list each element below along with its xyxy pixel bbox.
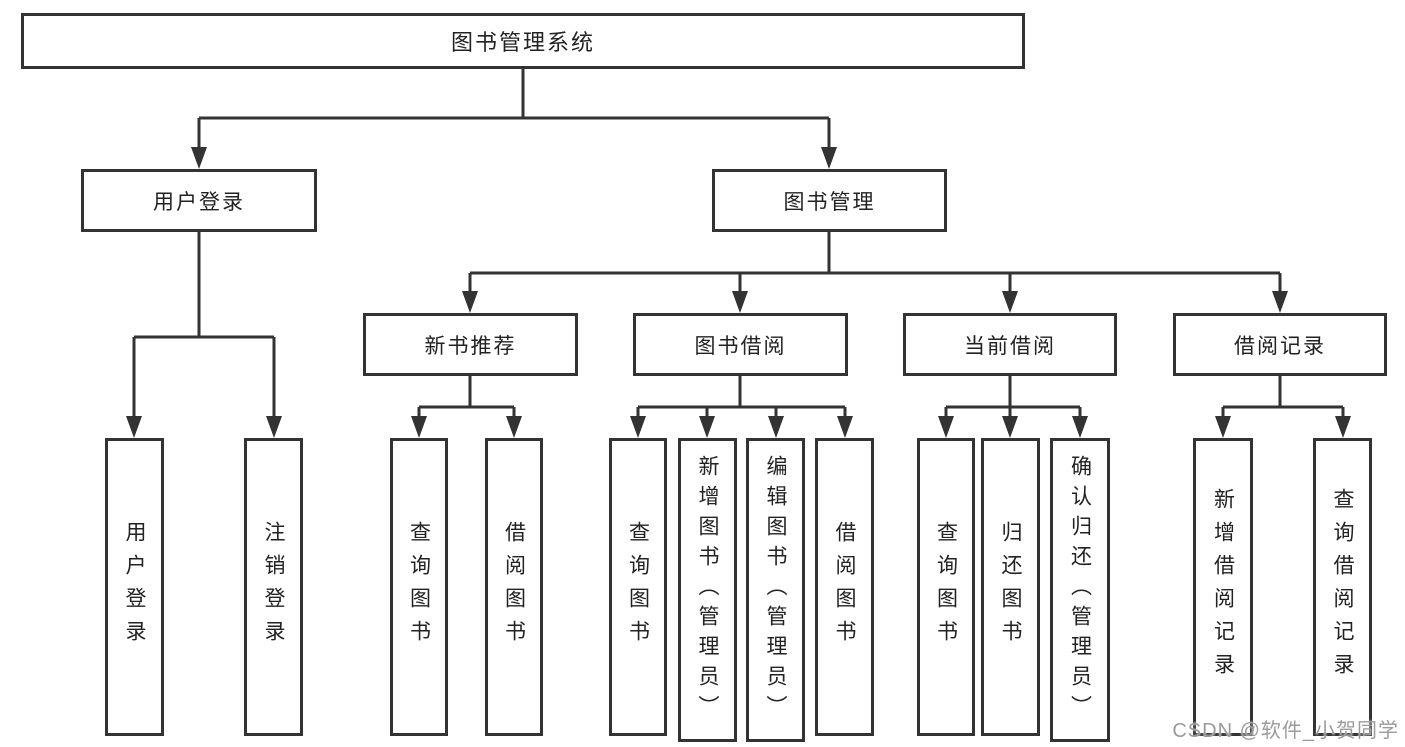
- leaf-confirm-return-admin: 确认归还（管理员）: [1050, 438, 1110, 742]
- node-book-borrowing-label: 图书借阅: [694, 334, 787, 358]
- leaf-return-books: 归还图书: [981, 438, 1040, 736]
- watermark: CSDN @软件_小贺同学: [1172, 720, 1399, 742]
- node-current-borrowing: 当前借阅: [903, 313, 1117, 376]
- node-library-system: 图书管理系统: [21, 13, 1025, 69]
- node-user-login-label: 用户登录: [153, 190, 245, 214]
- leaf-borrow-books-recommend: 借阅图书: [485, 438, 543, 736]
- arrowheads: [126, 147, 1351, 438]
- leaf-query-books-recommend: 查询图书: [390, 438, 448, 736]
- leaf-borrow-books-recommend-label: 借阅图书: [502, 521, 526, 653]
- leaf-query-books-current: 查询图书: [917, 438, 975, 736]
- node-book-management-label: 图书管理: [783, 190, 876, 214]
- leaf-borrow-books-label: 借阅图书: [833, 521, 856, 653]
- leaf-add-borrow-record: 新增借阅记录: [1193, 438, 1253, 736]
- tree-edges: [132, 69, 1345, 424]
- leaf-query-borrow-record: 查询借阅记录: [1313, 438, 1372, 736]
- node-current-borrowing-label: 当前借阅: [964, 334, 1056, 358]
- node-new-book-recommend: 新书推荐: [363, 313, 578, 376]
- leaf-query-borrow-record-label: 查询借阅记录: [1331, 488, 1354, 686]
- leaf-logout: 注销登录: [244, 438, 303, 736]
- leaf-confirm-return-admin-label: 确认归还（管理员）: [1068, 455, 1092, 725]
- leaf-user-login-label: 用户登录: [123, 521, 146, 653]
- node-book-borrowing: 图书借阅: [633, 313, 848, 376]
- leaf-query-books-borrowing-label: 查询图书: [626, 521, 650, 653]
- node-library-system-label: 图书管理系统: [450, 30, 595, 55]
- leaf-query-books-borrowing: 查询图书: [609, 438, 667, 736]
- leaf-edit-book-admin-label: 编辑图书（管理员）: [764, 455, 787, 725]
- leaf-borrow-books: 借阅图书: [815, 438, 874, 736]
- leaf-query-books-recommend-label: 查询图书: [407, 521, 431, 653]
- leaf-logout-label: 注销登录: [262, 521, 285, 653]
- node-book-management: 图书管理: [712, 169, 947, 232]
- leaf-user-login: 用户登录: [105, 438, 164, 736]
- leaf-edit-book-admin: 编辑图书（管理员）: [746, 438, 805, 742]
- leaf-add-book-admin: 新增图书（管理员）: [678, 438, 737, 742]
- node-new-book-recommend-label: 新书推荐: [424, 334, 517, 358]
- node-borrowing-records: 借阅记录: [1173, 313, 1387, 376]
- node-user-login: 用户登录: [81, 169, 317, 232]
- leaf-add-borrow-record-label: 新增借阅记录: [1211, 488, 1235, 686]
- leaf-add-book-admin-label: 新增图书（管理员）: [696, 455, 719, 725]
- leaf-query-books-current-label: 查询图书: [934, 521, 958, 653]
- node-borrowing-records-label: 借阅记录: [1234, 334, 1326, 358]
- leaf-return-books-label: 归还图书: [999, 521, 1022, 653]
